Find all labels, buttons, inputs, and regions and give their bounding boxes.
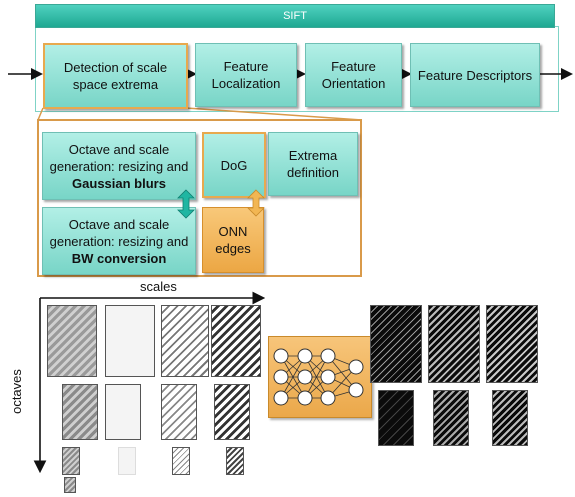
extrema-label: Extrema definition	[286, 148, 340, 180]
detail-frame	[37, 119, 362, 277]
nn-node	[297, 390, 313, 406]
img-o1-s4	[211, 305, 261, 377]
img-o1-s2	[105, 305, 155, 377]
orientation-label: Feature Orientation	[321, 59, 386, 91]
nn-node	[273, 369, 289, 385]
edge-img-3	[486, 305, 538, 383]
img-o2-s1	[62, 384, 98, 440]
edge-img-2	[428, 305, 480, 383]
localization-box: Feature Localization	[195, 43, 297, 107]
edge-img-4	[378, 390, 414, 446]
nn-node	[320, 390, 336, 406]
sift-title-bar: SIFT	[35, 4, 555, 28]
nn-node	[297, 348, 313, 364]
img-o2-s4	[214, 384, 250, 440]
localization-label: Feature Localization	[211, 59, 281, 91]
edge-img-6	[492, 390, 528, 446]
octave-bw-bold: BW conversion	[71, 250, 167, 266]
sift-title: SIFT	[283, 9, 307, 22]
orientation-box: Feature Orientation	[305, 43, 402, 107]
edge-img-5	[433, 390, 469, 446]
detection-box: Detection of scale space extrema	[43, 43, 188, 109]
octave-gaussian-box: Octave and scale generation: resizing an…	[42, 132, 196, 200]
onn-box: ONN edges	[202, 207, 264, 273]
orange-double-arrow	[247, 189, 265, 217]
img-o3-s4	[226, 447, 244, 475]
nn-node	[273, 390, 289, 406]
img-o3-s2	[118, 447, 136, 475]
zoom-line-left	[37, 107, 44, 121]
dog-box: DoG	[202, 132, 266, 198]
img-o3-s1	[62, 447, 80, 475]
img-o2-s2	[105, 384, 141, 440]
edge-img-1	[370, 305, 422, 383]
img-o3-s3	[172, 447, 190, 475]
nn-node	[320, 369, 336, 385]
octave-gaussian-bold: Gaussian blurs	[72, 175, 166, 191]
teal-double-arrow	[177, 189, 195, 219]
onn-label: ONN edges	[215, 224, 251, 256]
dog-label: DoG	[220, 157, 248, 173]
octave-bw-text: Octave and scale generation: resizing an…	[49, 216, 189, 249]
img-o1-s3	[161, 305, 209, 377]
img-o2-s3	[161, 384, 197, 440]
img-o1-s1	[47, 305, 97, 377]
octave-bw-box: Octave and scale generation: resizing an…	[42, 207, 196, 275]
extrema-box: Extrema definition	[268, 132, 358, 196]
nn-node	[320, 348, 336, 364]
nn-node	[348, 382, 364, 398]
nn-node	[273, 348, 289, 364]
nn-node	[348, 359, 364, 375]
descriptors-box: Feature Descriptors	[410, 43, 540, 107]
zoom-line-right	[185, 107, 363, 121]
nn-node	[297, 369, 313, 385]
detection-label: Detection of scale space extrema	[63, 60, 168, 92]
descriptors-label: Feature Descriptors	[417, 67, 533, 83]
img-o4-s1	[64, 477, 76, 493]
octave-gaussian-text: Octave and scale generation: resizing an…	[49, 141, 189, 174]
scales-label: scales	[140, 279, 177, 294]
